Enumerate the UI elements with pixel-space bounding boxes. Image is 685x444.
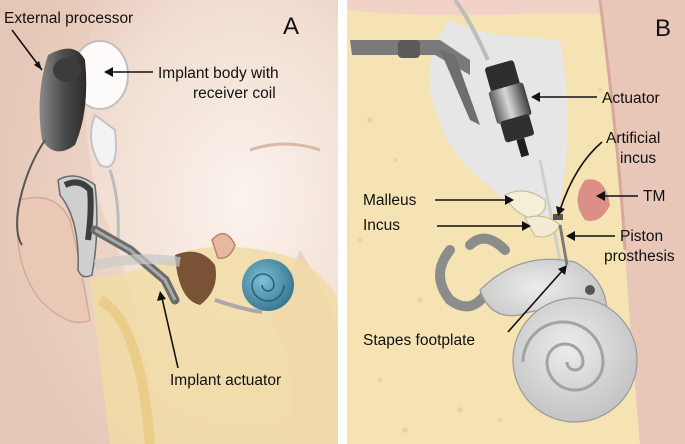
arrowhead-malleus: [505, 195, 514, 205]
processor-magnet: [53, 58, 81, 82]
cochlea-spiral: [251, 273, 285, 302]
ear-canal: [93, 254, 181, 270]
label-external-processor: External processor: [4, 10, 133, 27]
implant-body-housing: [90, 113, 117, 168]
label-tm: TM: [643, 188, 665, 205]
label-artificial-incus-line2: incus: [620, 150, 656, 167]
label-implant-body-line2: receiver coil: [193, 85, 276, 102]
tympanic-membrane: [577, 179, 610, 221]
arrowhead-external-processor: [34, 61, 42, 70]
label-incus: Incus: [363, 217, 400, 234]
processor-cable: [16, 139, 46, 246]
panel-a: A External processor Implant body with r…: [0, 0, 338, 444]
bracket-screw: [398, 40, 420, 58]
panel-b: B Actuator Artificial incus TM Malleus I…: [347, 0, 685, 444]
actuator: [485, 60, 534, 158]
malleus: [504, 190, 547, 219]
closed-eye: [249, 142, 321, 152]
round-window: [585, 285, 595, 295]
bracket-arm: [440, 50, 480, 125]
label-piston-line1: Piston: [620, 228, 663, 245]
bte-dark-band: [63, 179, 94, 241]
panel-divider: [338, 0, 347, 444]
cochlea-b: [512, 297, 638, 423]
label-stapes-footplate: Stapes footplate: [363, 332, 475, 349]
label-artificial-incus-line1: Artificial: [606, 130, 660, 147]
cochlea-b-spiral: [521, 320, 605, 392]
arrowhead-piston: [566, 231, 575, 241]
actuator-cable: [453, 0, 490, 61]
bone-edge: [97, 295, 155, 444]
semicircular-canal-2: [465, 233, 510, 255]
middle-ear-ossicles: [175, 251, 216, 305]
label-piston-line2: prosthesis: [604, 248, 675, 265]
panel-b-letter: B: [655, 15, 671, 42]
arrowhead-implant-actuator: [157, 291, 166, 301]
arrowhead-tm: [596, 191, 605, 201]
tissue-edge: [598, 0, 627, 251]
bte-housing: [57, 175, 98, 278]
semicircular-canal-1: [435, 245, 490, 312]
arrowhead-artificial-incus: [556, 206, 565, 216]
arrow-artificial-incus: [559, 141, 603, 211]
cochlea: [242, 259, 294, 311]
outer-ear: [16, 196, 91, 324]
semicircular-canals: [211, 232, 236, 259]
label-implant-actuator: Implant actuator: [170, 372, 281, 389]
arrow-implant-actuator: [161, 297, 179, 369]
arrowhead-actuator: [531, 92, 540, 102]
piston-prosthesis: [558, 224, 569, 266]
arrowhead-stapes-footplate: [558, 265, 567, 275]
soft-tissue-column: [600, 0, 685, 444]
mounting-bracket: [350, 40, 470, 75]
actuator-arm-highlight: [94, 228, 177, 301]
actuator-rod: [538, 159, 562, 261]
implant-lead: [108, 169, 120, 241]
artificial-incus: [553, 214, 563, 220]
arrow-stapes-footplate: [507, 269, 564, 333]
auditory-nerve: [214, 298, 263, 314]
label-malleus: Malleus: [363, 192, 417, 209]
label-actuator: Actuator: [602, 90, 660, 107]
label-implant-body-line1: Implant body with: [158, 65, 279, 82]
arrowhead-incus: [522, 221, 531, 231]
panel-a-letter: A: [283, 13, 299, 40]
arrowhead-implant-body: [104, 67, 113, 77]
